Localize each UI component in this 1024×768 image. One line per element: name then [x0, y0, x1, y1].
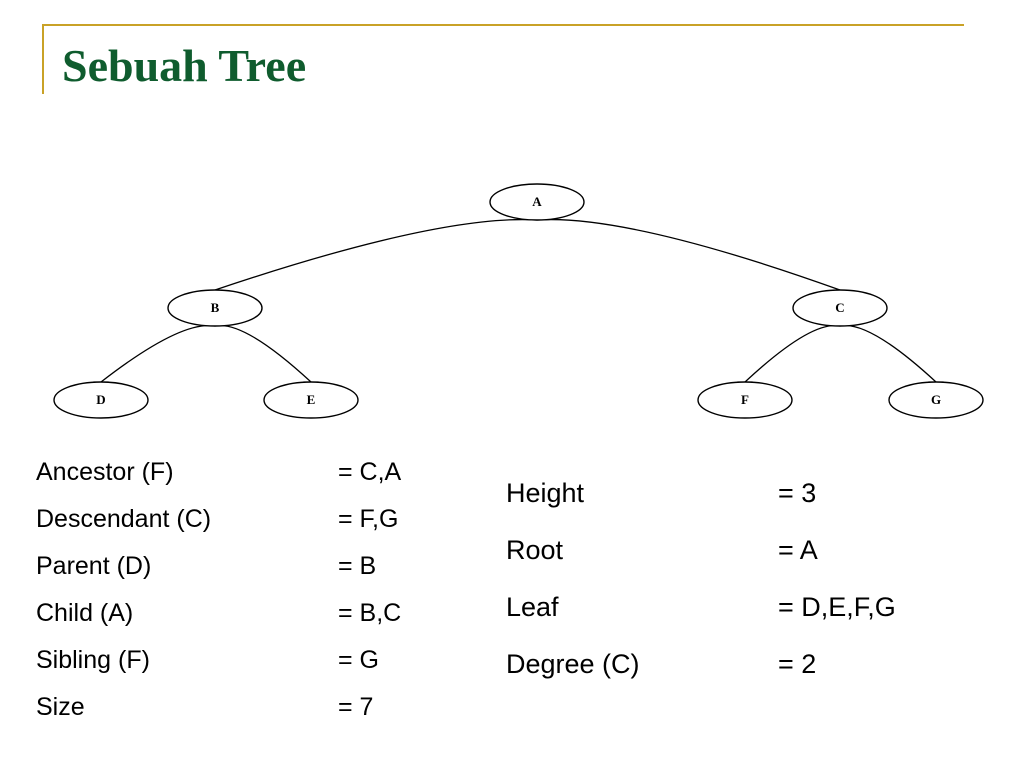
term-value: = 7	[338, 693, 374, 721]
tree-diagram: A B C D E F G	[53, 183, 984, 419]
node-g: G	[888, 381, 984, 419]
edge-c-f	[744, 324, 841, 383]
term-value: = 3	[778, 478, 817, 508]
edge-b-e	[214, 324, 312, 383]
slide-title: Sebuah Tree	[62, 40, 307, 91]
node-label: B	[211, 300, 220, 315]
node-e: E	[263, 381, 359, 419]
node-ellipse	[263, 381, 359, 419]
node-c: C	[792, 289, 888, 327]
term-label: Ancestor (F)	[36, 458, 174, 486]
node-label: E	[307, 392, 316, 407]
node-label: F	[741, 392, 749, 407]
term-label: Parent (D)	[36, 552, 152, 580]
term-value: = C,A	[338, 458, 402, 486]
term-value: = F,G	[338, 505, 399, 533]
node-f: F	[697, 381, 793, 419]
term-value: = G	[338, 646, 379, 674]
edge-b-d	[100, 324, 216, 383]
node-label: A	[532, 194, 542, 209]
node-ellipse	[792, 289, 888, 327]
term-label: Descendant (C)	[36, 505, 212, 533]
term-label: Leaf	[506, 592, 559, 622]
node-ellipse	[697, 381, 793, 419]
node-label: G	[931, 392, 941, 407]
node-ellipse	[489, 183, 585, 221]
node-d: D	[53, 381, 149, 419]
node-ellipse	[167, 289, 263, 327]
node-b: B	[167, 289, 263, 327]
node-ellipse	[53, 381, 149, 419]
node-label: D	[96, 392, 105, 407]
term-label: Child (A)	[36, 599, 134, 627]
term-value: = D,E,F,G	[778, 592, 896, 622]
term-label: Root	[506, 535, 564, 565]
tree-nodes: A B C D E F G	[53, 183, 984, 419]
edge-a-c	[536, 218, 841, 291]
term-value: = A	[778, 535, 818, 565]
node-label: C	[835, 300, 844, 315]
top-accent-line	[42, 24, 964, 26]
term-value: = B	[338, 552, 377, 580]
left-accent-line	[42, 24, 44, 94]
term-label: Height	[506, 478, 585, 508]
node-a: A	[489, 183, 585, 221]
node-ellipse	[888, 381, 984, 419]
edge-c-g	[839, 324, 937, 383]
edge-a-b	[214, 218, 538, 291]
term-label: Sibling (F)	[36, 646, 150, 674]
term-label: Size	[36, 693, 85, 721]
term-value: = 2	[778, 649, 817, 679]
term-value: = B,C	[338, 599, 402, 627]
term-label: Degree (C)	[506, 649, 640, 679]
